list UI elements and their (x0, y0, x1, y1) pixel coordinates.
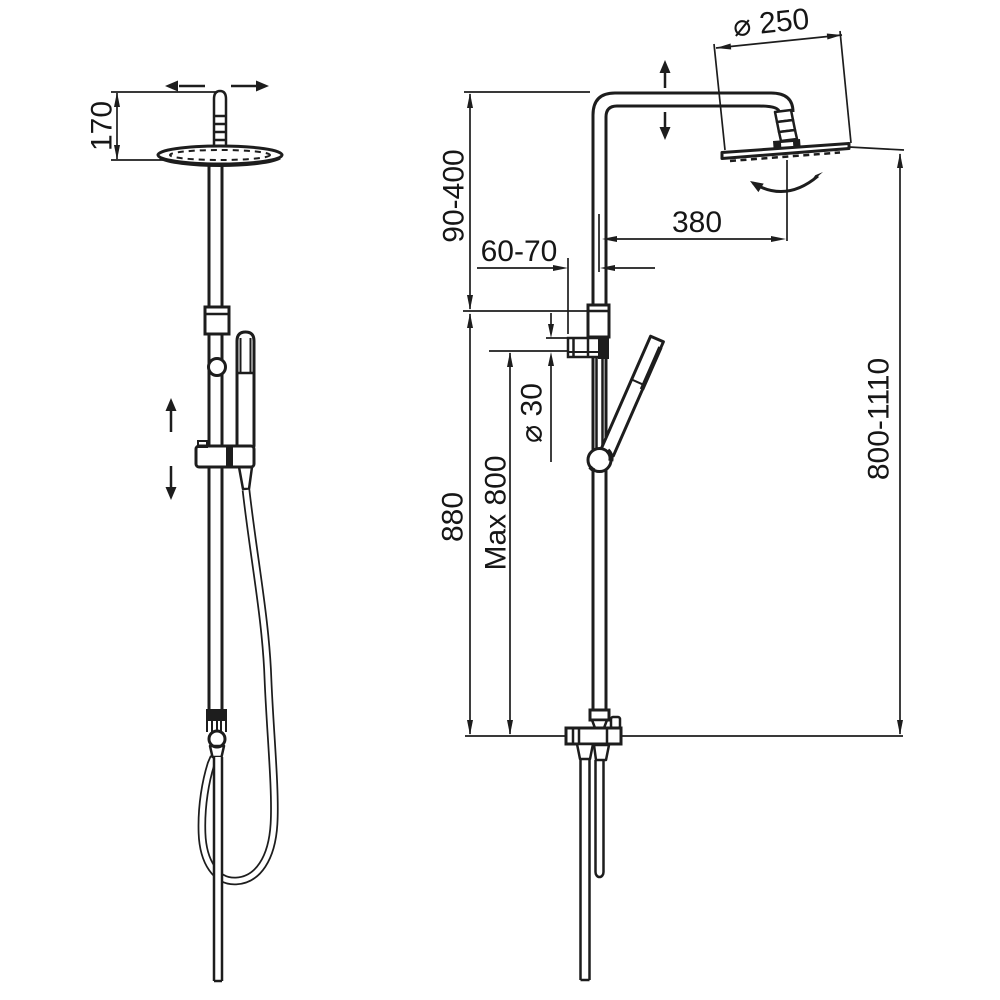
dim-hose-max-label: Max 800 (480, 455, 513, 570)
head-swivel-arc (750, 172, 823, 193)
inlet-valve-knob (207, 729, 227, 749)
dim-pipe-diameter: ⌀ 30 (489, 313, 569, 462)
supply-tube-front (212, 757, 224, 983)
spray-face-dashes (169, 149, 271, 161)
head-stem (212, 89, 228, 152)
vertical-adjust-arrows-side (659, 60, 671, 140)
dim-head-reach-label: 380 (672, 206, 722, 239)
dim-head-diameter: ⌀ 250 (713, 3, 852, 151)
inlet-assembly-side (564, 708, 623, 982)
dim-rail-height: 880 (437, 313, 473, 735)
dim-upper-column-range-label: 90-400 (438, 149, 471, 242)
handle-taper (237, 465, 254, 491)
dim-head-diameter-label: ⌀ 250 (731, 3, 810, 44)
dim-upper-column-range: 90-400 (438, 91, 590, 312)
dimension-annotations: 170 ⌀ 250 90-400 380 (86, 3, 905, 735)
dim-overall-height-range: 800-1110 (848, 146, 905, 735)
spray-nozzle-dashes (729, 151, 841, 163)
rain-head-side (720, 142, 851, 160)
horizontal-adjust-arrows (165, 80, 269, 92)
diverter-knob (207, 357, 227, 377)
dim-head-reach: 380 (598, 160, 788, 272)
dim-stem-height: 170 (86, 91, 218, 161)
dim-overall-height-range-label: 800-1110 (863, 358, 896, 480)
rail-connector (203, 305, 231, 336)
hand-shower-front (235, 330, 256, 491)
holder-tab (197, 440, 208, 448)
dim-holder-offset-label: 60-70 (481, 235, 558, 268)
side-view (564, 60, 851, 982)
slider-ball-joint (586, 447, 614, 473)
slider-holder (194, 444, 256, 469)
inlet-lever (609, 715, 622, 730)
inlet-connector-front (206, 709, 227, 759)
holder-pipe-side (566, 336, 609, 359)
dim-pipe-diameter-label: ⌀ 30 (516, 383, 549, 443)
hand-shower-side (599, 334, 665, 458)
dim-hose-max: Max 800 (480, 352, 513, 735)
column-outer-line (591, 91, 795, 710)
dim-rail-height-label: 880 (437, 492, 470, 542)
hose-loop-bottom-side (594, 871, 605, 879)
front-view (156, 80, 284, 983)
column-inner-line (604, 104, 781, 710)
dim-holder-offset: 60-70 (477, 235, 655, 334)
vertical-adjust-arrows-front (165, 398, 177, 500)
dim-stem-height-label: 170 (86, 101, 119, 151)
